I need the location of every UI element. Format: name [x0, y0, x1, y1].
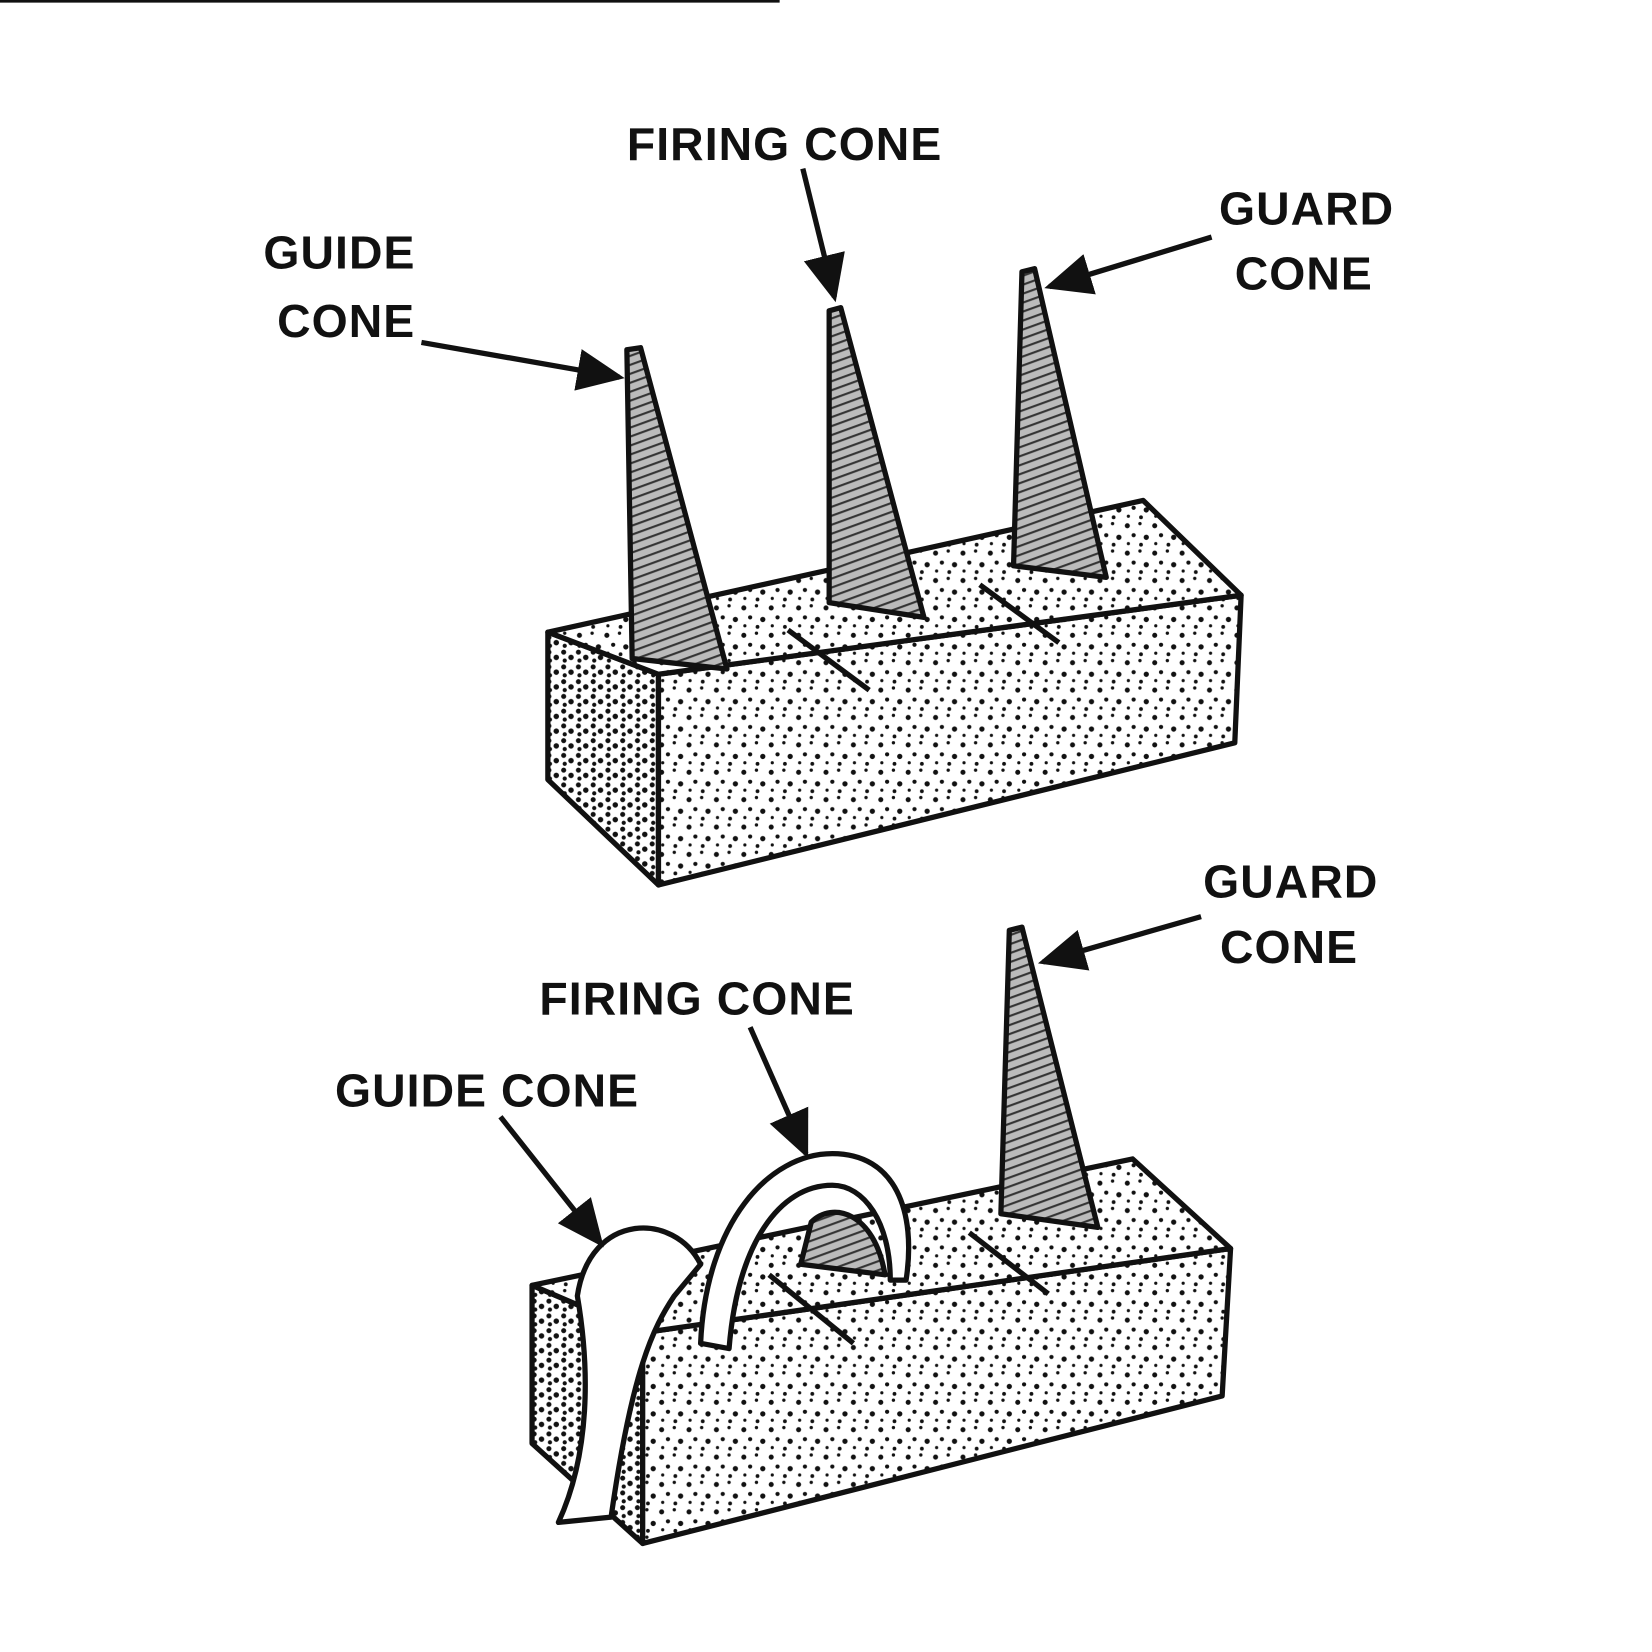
upper-guard-cone	[1010, 266, 1109, 580]
arrow-lower-guide	[498, 1115, 604, 1248]
arrow-upper-guard	[1044, 234, 1213, 295]
label-upper-guide-line2: CONE	[277, 295, 415, 347]
arrow-lower-firing	[747, 1026, 809, 1159]
lower-firing-cone-bent	[697, 1151, 912, 1352]
label-upper-guard-line1: GUARD	[1219, 182, 1394, 234]
label-lower-guard-line1: GUARD	[1203, 856, 1378, 908]
label-lower-guard-line2: CONE	[1220, 921, 1358, 973]
lower-guard-cone	[998, 924, 1101, 1231]
arrow-upper-firing	[800, 167, 845, 303]
lower-guide-cone-bent	[555, 1225, 704, 1526]
upper-guide-cone	[624, 345, 730, 672]
arrow-upper-guide	[420, 339, 625, 391]
label-lower-firing-cone: FIRING CONE	[539, 973, 854, 1025]
arrow-lower-guard	[1037, 914, 1202, 971]
upper-firing-cone	[826, 305, 927, 621]
label-upper-firing-cone: FIRING CONE	[627, 118, 942, 170]
label-upper-guard-line2: CONE	[1235, 248, 1373, 300]
label-upper-guide-line1: GUIDE	[263, 227, 415, 279]
label-lower-guide-cone: GUIDE CONE	[335, 1064, 639, 1116]
